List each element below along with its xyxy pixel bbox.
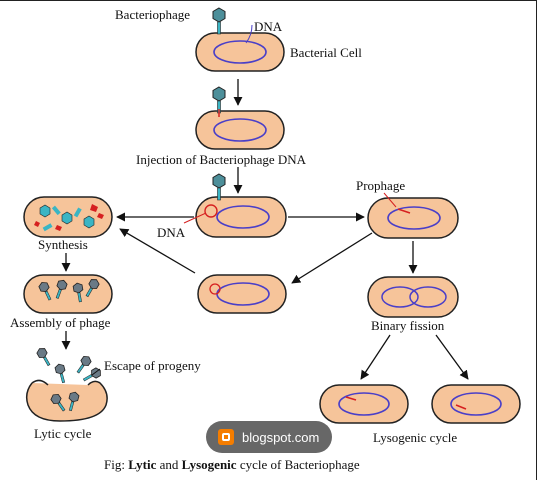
label-dna-top: DNA (254, 19, 283, 34)
phage-injecting (212, 173, 226, 201)
bacterial-cell-dividing (367, 276, 459, 318)
bacterial-cell-synthesis (23, 196, 113, 238)
label-dna-mid: DNA (157, 225, 186, 240)
watermark-text: blogspot.com (242, 429, 320, 445)
released-phages (35, 346, 103, 385)
label-binary-fission: Binary fission (371, 318, 445, 333)
label-bacterial-cell: Bacterial Cell (290, 45, 362, 60)
bacterial-cell-top (195, 32, 285, 72)
phage-attached (212, 86, 226, 117)
bacterial-cell-assembly (23, 274, 113, 314)
bacterial-cell-lower (197, 274, 287, 314)
bacterial-cell-injected (195, 196, 287, 238)
bacterial-cell-attached (195, 110, 285, 150)
label-lysogenic-cycle: Lysogenic cycle (373, 430, 457, 445)
flow-arrows (61, 79, 469, 380)
label-injection: Injection of Bacteriophage DNA (136, 152, 307, 167)
daughter-cell-left (319, 384, 409, 424)
daughter-cell-right (431, 384, 521, 424)
phage-top (212, 7, 226, 35)
label-pointers (91, 24, 397, 376)
figure-caption: Fig: Lytic and Lysogenic cycle of Bacter… (104, 457, 360, 472)
label-bacteriophage: Bacteriophage (115, 7, 190, 22)
blogspot-watermark[interactable]: blogspot.com (206, 421, 332, 453)
label-lytic-cycle: Lytic cycle (34, 426, 92, 441)
blogger-icon (218, 429, 234, 445)
label-assembly: Assembly of phage (10, 315, 111, 330)
label-escape: Escape of progeny (104, 358, 201, 373)
bacterial-cell-lysis (25, 379, 108, 422)
label-prophage: Prophage (356, 178, 405, 193)
label-synthesis: Synthesis (38, 237, 88, 252)
bacterial-cell-prophage (367, 197, 459, 239)
